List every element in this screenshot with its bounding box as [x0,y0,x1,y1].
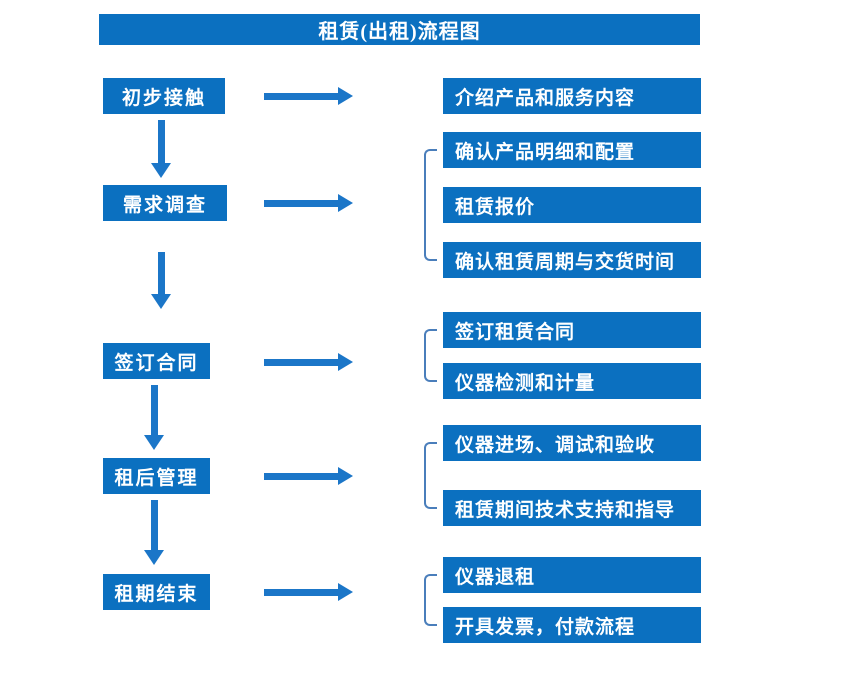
detail-confirm-rental-period-delivery: 确认租赁周期与交货时间 [443,242,701,278]
right-arrow-1 [264,87,353,105]
step-sign-contract: 签订合同 [103,343,210,379]
right-arrow-head [338,467,353,485]
group-bracket-post-rental [424,442,437,509]
down-arrow-1 [151,120,171,178]
detail-instrument-return: 仪器退租 [443,557,701,593]
down-arrow-stem [150,385,158,435]
down-arrow-3 [144,385,164,450]
down-arrow-4 [144,500,164,565]
group-bracket-sign-contract [424,329,437,382]
right-arrow-head [338,194,353,212]
right-arrow-stem [264,472,338,480]
right-arrow-head [338,353,353,371]
flowchart-title: 租赁(出租)流程图 [99,14,700,45]
detail-instrument-testing-metering: 仪器检测和计量 [443,363,701,399]
down-arrow-head [151,294,171,309]
down-arrow-2 [151,252,171,309]
detail-sign-rental-contract: 签订租赁合同 [443,312,701,348]
detail-instrument-entry-debug-acceptance: 仪器进场、调试和验收 [443,425,701,461]
step-rental-end: 租期结束 [103,574,210,610]
right-arrow-stem [264,92,338,100]
step-demand-survey: 需求调查 [103,185,227,221]
down-arrow-head [144,550,164,565]
down-arrow-stem [157,120,165,163]
down-arrow-head [144,435,164,450]
down-arrow-stem [157,252,165,294]
detail-confirm-product-details-config: 确认产品明细和配置 [443,132,701,168]
right-arrow-3 [264,353,353,371]
group-bracket-demand-survey [424,149,437,261]
down-arrow-head [151,163,171,178]
detail-invoicing-payment-process: 开具发票，付款流程 [443,607,701,643]
right-arrow-head [338,583,353,601]
right-arrow-5 [264,583,353,601]
step-post-rental-management: 租后管理 [103,458,210,494]
right-arrow-stem [264,358,338,366]
right-arrow-stem [264,199,338,207]
detail-rental-period-tech-support: 租赁期间技术支持和指导 [443,490,701,526]
step-initial-contact: 初步接触 [103,78,225,114]
detail-rental-quotation: 租赁报价 [443,187,701,223]
down-arrow-stem [150,500,158,550]
detail-intro-products-services: 介绍产品和服务内容 [443,78,701,114]
right-arrow-2 [264,194,353,212]
right-arrow-stem [264,588,338,596]
right-arrow-4 [264,467,353,485]
group-bracket-rental-end [424,574,437,626]
right-arrow-head [338,87,353,105]
